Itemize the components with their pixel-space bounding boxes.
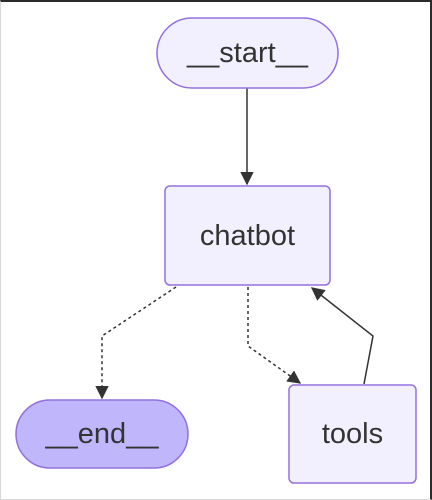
node-end-shape xyxy=(15,399,189,469)
node-tools-shape xyxy=(288,384,417,484)
node-end[interactable]: __end__ xyxy=(15,399,189,469)
node-start[interactable]: __start__ xyxy=(156,17,339,89)
node-tools[interactable]: tools xyxy=(288,384,417,484)
node-start-label: __start__ xyxy=(186,37,309,69)
node-chatbot-label: chatbot xyxy=(200,220,295,252)
node-end-label: __end__ xyxy=(45,418,160,450)
node-tools-label: tools xyxy=(322,418,383,450)
edge-tools-to-chatbot xyxy=(310,287,374,385)
node-start-shape xyxy=(156,17,339,89)
node-chatbot[interactable]: chatbot xyxy=(164,185,331,286)
edge-chatbot-to-tools xyxy=(247,287,302,384)
edge-chatbot-to-end xyxy=(95,286,177,400)
node-chatbot-shape xyxy=(164,185,331,286)
